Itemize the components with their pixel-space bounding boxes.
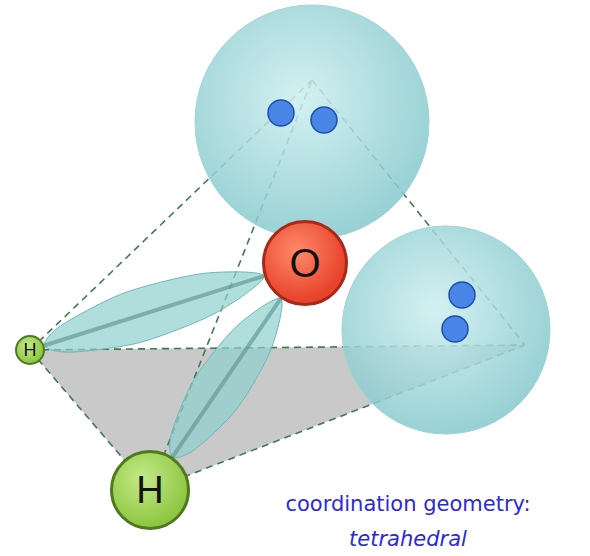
bond-group — [170, 298, 282, 457]
hydrogen-atom: H — [110, 450, 190, 530]
bond-axis — [173, 299, 281, 457]
bond-orbital — [170, 298, 282, 457]
atom-symbol: H — [136, 471, 163, 509]
geometry-name: tetrahedral — [349, 528, 467, 551]
hydrogen-atom: H — [15, 335, 45, 365]
atom-symbol: H — [24, 341, 37, 359]
lone-pair-orbital — [342, 226, 550, 434]
caption-line: coordination geometry: — [285, 493, 530, 516]
atom-symbol: O — [289, 243, 320, 283]
lone-pair-orbital — [195, 5, 429, 239]
oxygen-atom: O — [262, 220, 348, 306]
